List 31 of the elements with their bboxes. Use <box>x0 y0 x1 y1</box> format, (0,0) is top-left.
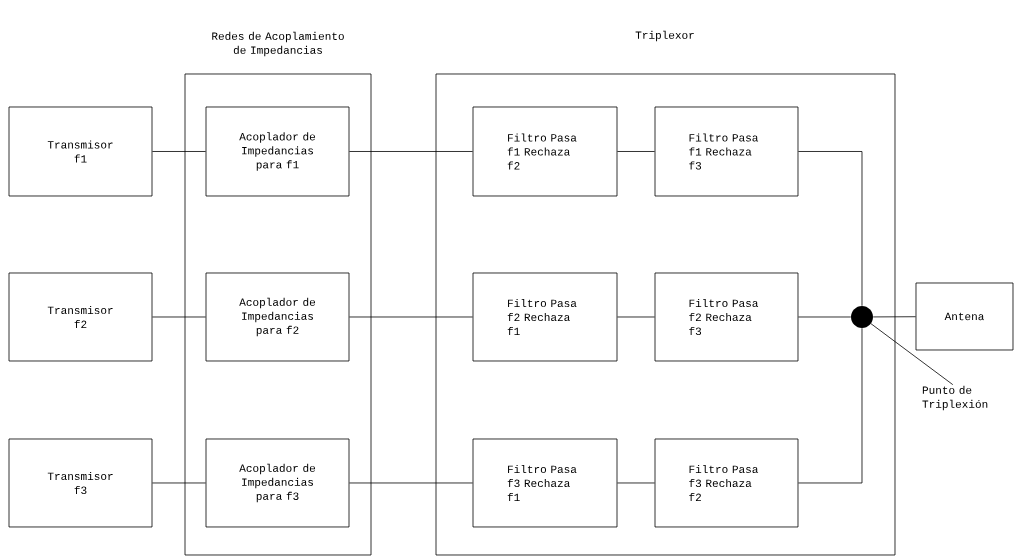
block-box: Filtro Pasa f3 Rechaza f2 <box>654 438 799 528</box>
block-box: Acoplador de Impedancias para f2 <box>205 272 350 362</box>
connector-line <box>617 316 655 318</box>
connector-line <box>617 482 655 484</box>
antenna-box: Antena <box>915 282 1014 351</box>
block-box: Filtro Pasa f2 Rechaza f1 <box>472 272 618 362</box>
block-box: Transmisor f1 <box>8 106 153 197</box>
connector-line <box>872 316 916 318</box>
block-box: Acoplador de Impedancias para f1 <box>205 106 350 197</box>
connector-line <box>152 316 206 318</box>
junction-dot <box>851 306 873 328</box>
connector-line <box>152 482 206 484</box>
block-box: Acoplador de Impedancias para f3 <box>205 438 350 528</box>
connector-line <box>798 327 863 484</box>
block-box: Transmisor f3 <box>8 438 153 528</box>
connector-line <box>349 316 473 318</box>
connector-line <box>349 482 473 484</box>
block-box: Filtro Pasa f1 Rechaza f2 <box>472 106 618 197</box>
callout-text: Punto de Triplexión <box>922 385 988 411</box>
group-heading: Triplexor <box>635 30 694 42</box>
block-box: Filtro Pasa f1 Rechaza f3 <box>654 106 799 197</box>
connector-line <box>617 151 655 152</box>
block-box: Transmisor f2 <box>8 272 153 362</box>
connector-line <box>152 151 206 152</box>
connector-line <box>798 151 863 307</box>
leader-line <box>870 323 954 386</box>
connector-line <box>798 316 852 318</box>
group-heading: Redes de Acoplamiento de Impedancias <box>212 31 344 57</box>
block-box: Filtro Pasa f2 Rechaza f3 <box>654 272 799 362</box>
connector-line <box>349 151 473 152</box>
block-box: Filtro Pasa f3 Rechaza f1 <box>472 438 618 528</box>
